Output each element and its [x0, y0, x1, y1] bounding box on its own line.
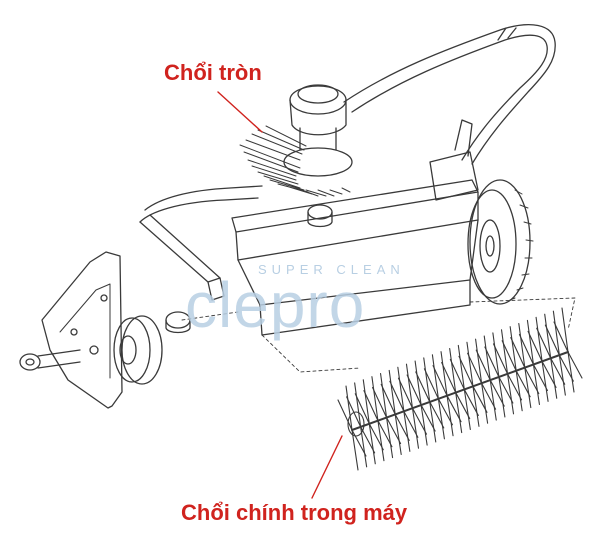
side-bracket	[41, 251, 123, 409]
frame	[139, 119, 479, 336]
rear-wheel	[467, 179, 534, 305]
main-brush-leader	[311, 435, 343, 499]
bristle-tuft	[346, 382, 376, 468]
bristle-tuft	[423, 354, 453, 440]
bristle-tuft	[441, 348, 471, 434]
bristle-tuft	[518, 319, 548, 406]
bristle-tuft	[510, 323, 540, 409]
bristle-tuft	[432, 351, 462, 437]
bristle-tuft	[458, 341, 488, 427]
handle	[343, 24, 556, 165]
bristle-tuft	[475, 335, 505, 421]
side-brush-label: Chổi tròn	[164, 60, 262, 85]
side-brush	[239, 125, 351, 197]
main-brush-core	[351, 351, 569, 431]
bristle-tuft	[484, 332, 514, 418]
bristle-tuft	[354, 379, 384, 465]
bristle-tuft	[406, 360, 436, 446]
bristle-tuft	[389, 366, 419, 452]
bristle-tuft	[467, 338, 497, 424]
bristle-tuft	[363, 376, 393, 462]
main-brush	[337, 307, 583, 471]
bristle-tuft	[449, 344, 479, 430]
bristle-tuft	[536, 313, 566, 399]
bristle-tuft	[337, 385, 367, 471]
center-knob	[307, 204, 333, 228]
main-brush-label: Chổi chính trong máy	[181, 500, 408, 525]
bristle-tuft	[397, 363, 428, 449]
bristle-tuft	[372, 372, 402, 459]
bristle-tuft	[492, 329, 523, 415]
leader-lines	[217, 91, 343, 499]
drive-pulley	[113, 311, 191, 385]
side-brush-housing	[283, 84, 353, 177]
watermark-tagline: SUPER CLEAN	[258, 262, 405, 277]
bristle-tuft	[544, 310, 574, 396]
bristle-tuft	[380, 369, 410, 455]
main-brush-endcap	[347, 411, 365, 437]
side-brush-leader	[217, 91, 263, 133]
bristle-tuft	[501, 326, 531, 412]
bristle-tuft	[527, 316, 557, 402]
bristle-tuft	[553, 307, 583, 393]
bristle-tuft	[415, 357, 445, 443]
explode-lines	[181, 297, 576, 373]
watermark-brand: clepro	[185, 269, 366, 341]
small-gear	[19, 349, 81, 371]
